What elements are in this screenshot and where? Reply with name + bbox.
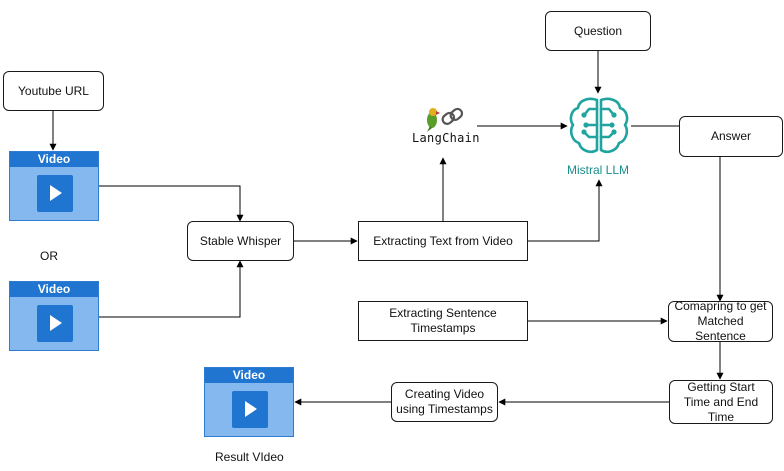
stable-whisper-box: Stable Whisper (187, 221, 294, 261)
stable-whisper-label: Stable Whisper (199, 233, 282, 248)
youtube-url-label: Youtube URL (18, 83, 89, 98)
parrot-chain-icon (427, 107, 464, 132)
comparing-label: Comapring to get Matched Sentence (674, 299, 767, 343)
play-icon (37, 305, 73, 342)
mistral-label: Mistral LLM (567, 163, 630, 177)
answer-box: Answer (679, 116, 783, 157)
youtube-url-box: Youtube URL (3, 71, 104, 111)
video-title: Video (205, 368, 293, 383)
video-title: Video (10, 152, 98, 167)
start-end-box: Getting Start Time and End Time (669, 380, 773, 424)
video-input-1: Video (9, 151, 99, 221)
brain-circuit-icon (569, 97, 629, 154)
question-label: Question (573, 23, 623, 38)
play-icon (37, 175, 73, 212)
question-box: Question (545, 11, 651, 51)
or-label: OR (40, 249, 58, 263)
result-video: Video (204, 367, 294, 437)
langchain-label: LangChain (412, 131, 480, 145)
creating-video-label: Creating Video using Timestamps (396, 387, 493, 416)
video-input-2: Video (9, 281, 99, 351)
play-icon (232, 391, 268, 428)
start-end-label: Getting Start Time and End Time (683, 379, 759, 424)
answer-label: Answer (710, 129, 751, 143)
extracting-text-label: Extracting Text from Video (373, 233, 513, 248)
creating-video-box: Creating Video using Timestamps (391, 382, 498, 422)
extracting-text-box: Extracting Text from Video (358, 221, 528, 261)
edge-extract-to-mistral (528, 179, 603, 242)
result-video-label: Result VIdeo (215, 450, 284, 464)
comparing-box: Comapring to get Matched Sentence (668, 299, 773, 343)
edge-video1-to-whisper (99, 185, 244, 222)
edge-video2-to-whisper (99, 260, 244, 318)
extracting-timestamps-box: Extracting Sentence Timestamps (358, 301, 528, 341)
extracting-timestamps-label: Extracting Sentence Timestamps (389, 306, 497, 335)
video-title: Video (10, 282, 98, 297)
